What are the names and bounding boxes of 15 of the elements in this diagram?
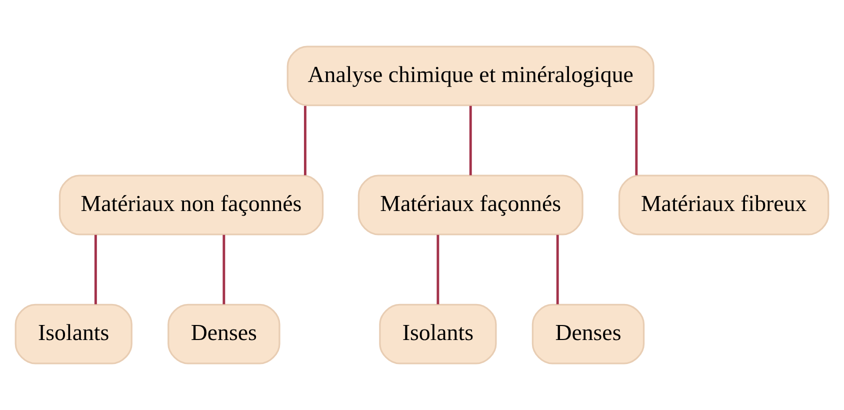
node-box: Matériaux non façonnés bbox=[58, 174, 324, 236]
connector bbox=[556, 234, 559, 304]
connector bbox=[94, 234, 97, 304]
connector bbox=[304, 106, 306, 176]
connector bbox=[635, 106, 638, 176]
node-box: Analyse chimique et minéralogique bbox=[286, 46, 654, 106]
node-box: Isolants bbox=[14, 304, 132, 364]
node-box: Isolants bbox=[379, 304, 497, 364]
connector bbox=[436, 234, 440, 304]
node-box: Denses bbox=[532, 304, 645, 364]
node-box: Matériaux façonnés bbox=[358, 174, 584, 236]
node-box: Matériaux fibreux bbox=[618, 174, 830, 236]
connector bbox=[469, 106, 472, 176]
connector bbox=[222, 234, 226, 304]
node-box: Denses bbox=[168, 304, 280, 364]
